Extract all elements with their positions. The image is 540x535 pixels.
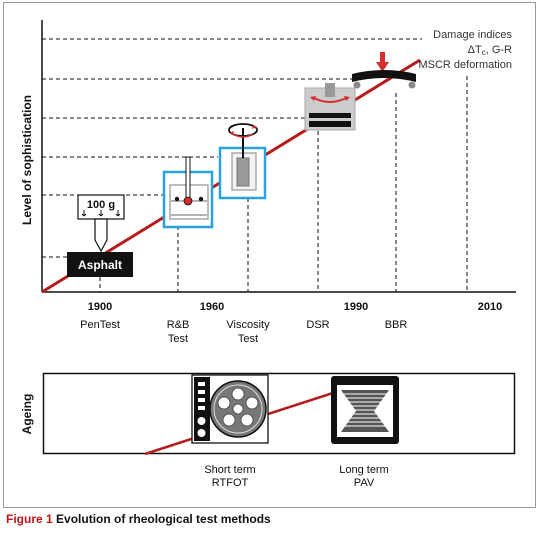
delta-tc-subscript: c xyxy=(482,48,486,57)
test-label-pentest: PenTest xyxy=(80,319,120,331)
bbr-icon xyxy=(352,52,416,89)
year-lines xyxy=(99,76,468,292)
figure-caption-label: Figure 1 xyxy=(6,512,53,526)
figure-caption: Figure 1 Evolution of rheological test m… xyxy=(6,512,271,526)
year-label-1900: 1900 xyxy=(88,301,112,313)
long-term-label: Long term xyxy=(339,464,389,476)
test-label-rb-line2: Test xyxy=(168,333,188,345)
gr-label: , G-R xyxy=(486,44,512,56)
main-panel: Level of sophistication 1900 1960 1990 2… xyxy=(20,20,516,345)
year-label-1960: 1960 xyxy=(200,301,224,313)
ring-and-ball-icon xyxy=(162,156,214,229)
level-lines xyxy=(42,38,422,258)
short-term-label: Short term xyxy=(204,464,255,476)
figure-frame xyxy=(3,2,536,508)
year-label-1990: 1990 xyxy=(344,301,368,313)
test-label-viscosity-line1: Viscosity xyxy=(226,319,270,331)
ageing-axis-label: Ageing xyxy=(20,394,34,435)
delta-tc-symbol: ΔT xyxy=(468,44,482,56)
y-axis-label: Level of sophistication xyxy=(20,95,34,225)
year-label-2010: 2010 xyxy=(478,301,502,313)
pentest-icon: 100 g Asphalt xyxy=(67,194,133,277)
test-label-viscosity-line2: Test xyxy=(238,333,258,345)
figure-caption-text: Evolution of rheological test methods xyxy=(56,512,271,526)
weight-label: 100 g xyxy=(87,199,115,211)
rtfot-label: RTFOT xyxy=(212,477,249,489)
damage-indices-line2: ΔTc, G-R xyxy=(468,44,512,57)
rtfot-icon xyxy=(191,374,269,444)
test-label-dsr: DSR xyxy=(306,319,329,331)
test-label-bbr: BBR xyxy=(385,319,408,331)
viscometer-icon xyxy=(218,123,267,200)
asphalt-label: Asphalt xyxy=(78,258,122,272)
test-label-rb-line1: R&B xyxy=(167,319,190,331)
damage-indices-line1: Damage indices xyxy=(433,29,512,41)
ageing-panel: Ageing xyxy=(20,372,516,489)
pav-icon xyxy=(331,376,399,444)
dsr-icon xyxy=(304,83,356,131)
ageing-frame xyxy=(42,372,516,455)
pav-label: PAV xyxy=(354,477,375,489)
damage-indices-line3: MSCR deformation xyxy=(418,59,512,71)
